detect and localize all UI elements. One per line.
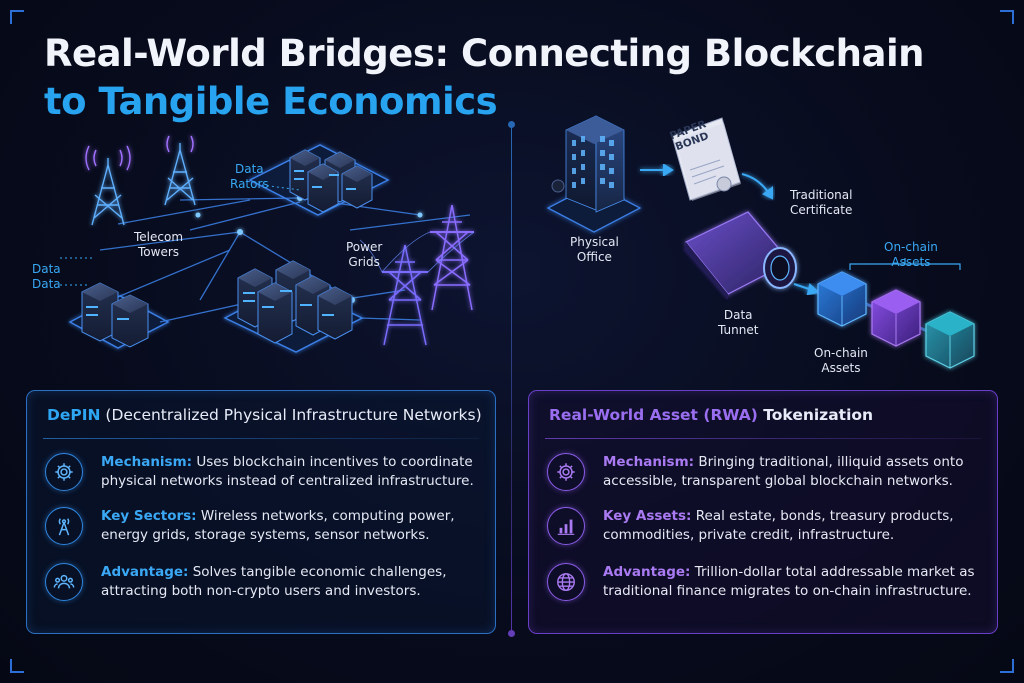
item-description: Wireless networks, computing power, ener… <box>101 508 455 543</box>
token-cube-icon <box>925 311 975 369</box>
item-key: Key Sectors: <box>101 508 197 524</box>
server-rack-icon <box>237 260 353 344</box>
label-data-tunnel: Data Tunnet <box>718 308 759 337</box>
item-text: Key Assets: Real estate, bonds, treasury… <box>603 507 993 545</box>
data-tunnel <box>684 211 797 300</box>
depin-title-rest: (Decentralized Physical Infrastructure N… <box>100 406 482 424</box>
gear-icon <box>547 453 585 491</box>
item-text: Mechanism: Bringing traditional, illiqui… <box>603 453 993 491</box>
label-power-grids: Power Grids <box>346 240 383 269</box>
label-onchain-assets-top: On-chain Assets <box>884 240 938 269</box>
bar-chart-icon <box>547 507 585 545</box>
arrow-down-right-icon <box>741 173 773 200</box>
label-onchain-assets-bottom: On-chain Assets <box>814 346 868 375</box>
label-data-data: Data Data <box>32 262 61 291</box>
server-rack-icon <box>289 149 373 213</box>
divider <box>545 438 981 439</box>
list-item: Key Sectors: Wireless networks, computin… <box>45 507 485 557</box>
server-rack-icon <box>81 282 149 348</box>
item-key: Key Assets: <box>603 508 692 524</box>
item-text: Mechanism: Uses blockchain incentives to… <box>101 453 491 491</box>
label-telecom-towers: Telecom Towers <box>134 230 184 259</box>
title-line-1: Real-World Bridges: Connecting Blockchai… <box>44 32 925 75</box>
token-cube-icon <box>871 289 921 347</box>
gear-icon <box>45 453 83 491</box>
rwa-panel-title: Real-World Asset (RWA) Tokenization <box>549 406 873 424</box>
label-traditional-certificate: Traditional Certificate <box>790 188 853 217</box>
center-divider <box>508 121 515 637</box>
rwa-title-highlight: Real-World Asset (RWA) <box>549 406 758 424</box>
item-description: Real estate, bonds, treasury products, c… <box>603 508 954 543</box>
page-title: Real-World Bridges: Connecting Blockchai… <box>44 30 925 126</box>
item-key: Mechanism: <box>603 454 695 470</box>
item-description: Trillion-dollar total addressable market… <box>603 564 975 599</box>
list-item: Mechanism: Bringing traditional, illiqui… <box>547 453 987 503</box>
users-icon <box>45 563 83 601</box>
list-item: Mechanism: Uses blockchain incentives to… <box>45 453 485 503</box>
corner-decoration <box>10 10 24 24</box>
antenna-icon <box>45 507 83 545</box>
item-text: Key Sectors: Wireless networks, computin… <box>101 507 491 545</box>
item-text: Advantage: Trillion-dollar total address… <box>603 563 993 601</box>
office-building-icon <box>546 115 642 233</box>
depin-panel: DePIN (Decentralized Physical Infrastruc… <box>26 390 496 634</box>
rwa-panel: Real-World Asset (RWA) Tokenization Mech… <box>528 390 998 634</box>
depin-panel-title: DePIN (Decentralized Physical Infrastruc… <box>47 406 482 424</box>
corner-decoration <box>1000 659 1014 673</box>
globe-icon <box>547 563 585 601</box>
power-pylon-icon <box>382 244 428 346</box>
rwa-tokenization-illustration <box>546 115 975 369</box>
corner-decoration <box>10 659 24 673</box>
label-physical-office: Physical Office <box>570 235 619 264</box>
divider <box>43 438 479 439</box>
list-item: Key Assets: Real estate, bonds, treasury… <box>547 507 987 557</box>
power-lines <box>359 231 475 273</box>
item-text: Advantage: Solves tangible economic chal… <box>101 563 491 601</box>
list-item: Advantage: Solves tangible economic chal… <box>45 563 485 613</box>
list-item: Advantage: Trillion-dollar total address… <box>547 563 987 613</box>
item-description: Solves tangible economic challenges, att… <box>101 564 447 599</box>
telecom-tower-icon <box>164 135 196 206</box>
power-pylon-icon <box>430 204 474 311</box>
telecom-tower-icon <box>85 145 131 226</box>
rwa-title-rest: Tokenization <box>757 406 874 424</box>
item-key: Advantage: <box>603 564 691 580</box>
item-description: Uses blockchain incentives to coordinate… <box>101 454 474 489</box>
item-key: Advantage: <box>101 564 189 580</box>
depin-title-highlight: DePIN <box>47 406 101 424</box>
item-description: Bringing traditional, illiquid assets on… <box>603 454 964 489</box>
arrow-right-icon <box>793 283 821 296</box>
arrow-right-icon <box>640 163 674 177</box>
depin-network-illustration <box>60 135 475 353</box>
corner-decoration <box>1000 10 1014 24</box>
label-data-rators: Data Rators <box>230 162 269 191</box>
title-line-2: to Tangible Economics <box>44 80 498 123</box>
item-key: Mechanism: <box>101 454 193 470</box>
paper-bond-certificate <box>671 117 741 201</box>
token-cube-icon <box>817 271 867 327</box>
